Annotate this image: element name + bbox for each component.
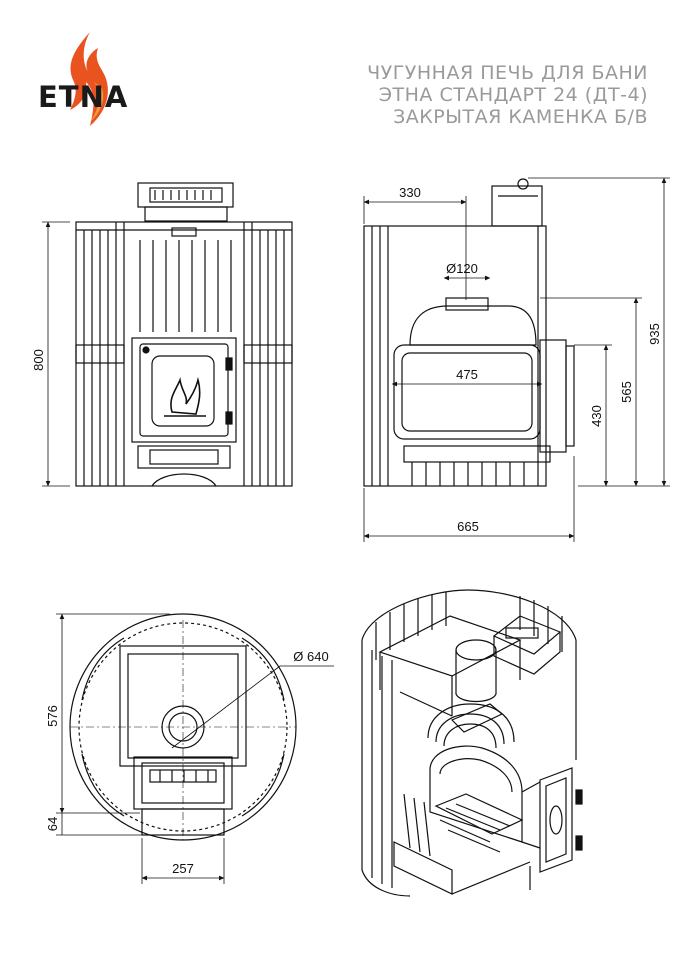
- dim-800: 800: [31, 349, 46, 371]
- side-dimensions: [363, 177, 670, 542]
- etna-logo: ETNA: [38, 30, 158, 135]
- dim-565: 565: [619, 381, 634, 403]
- isometric-cutaway: [361, 589, 583, 897]
- flame-icon: [70, 32, 108, 126]
- dim-64: 64: [45, 817, 60, 831]
- side-view: [363, 178, 575, 487]
- logo-text: ETNA: [38, 80, 129, 114]
- front-view: [75, 182, 293, 487]
- dim-576: 576: [45, 705, 60, 727]
- title-line-1: ЧУГУННАЯ ПЕЧЬ ДЛЯ БАНИ: [367, 62, 648, 84]
- dim-475: 475: [456, 367, 478, 382]
- dim-flue-120: Ø120: [446, 261, 478, 276]
- title-line-3: ЗАКРЫТАЯ КАМЕНКА Б/В: [393, 106, 648, 128]
- title-line-2: ЭТНА СТАНДАРТ 24 (ДТ-4): [378, 84, 648, 106]
- dim-257: 257: [172, 861, 194, 876]
- front-height-dimension: [42, 221, 70, 487]
- product-title: ЧУГУННАЯ ПЕЧЬ ДЛЯ БАНИ ЭТНА СТАНДАРТ 24 …: [367, 62, 648, 128]
- top-dimensions: [56, 613, 334, 884]
- dim-935: 935: [647, 323, 662, 345]
- dim-665: 665: [457, 519, 479, 534]
- dim-430: 430: [589, 405, 604, 427]
- dim-330: 330: [399, 185, 421, 200]
- dim-640: Ø 640: [293, 649, 328, 664]
- top-view: [69, 613, 297, 841]
